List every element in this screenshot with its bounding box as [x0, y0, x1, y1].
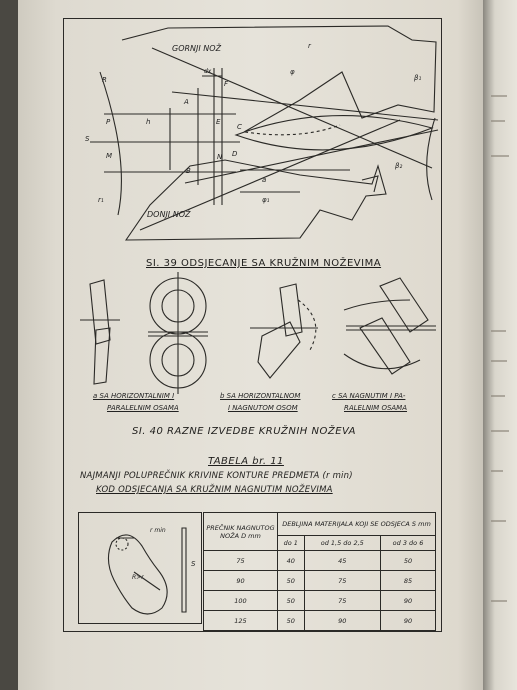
table-row: 90 50 75 85	[203, 570, 436, 591]
table-subtitle-1: NAJMANJI POLUPREČNIK KRIVINE KONTURE PRE…	[80, 471, 353, 481]
fig40c-knife-lower	[360, 318, 410, 374]
sketch-label-rmin: r min	[150, 527, 166, 534]
table-row: 125 50 90 90	[203, 610, 436, 631]
label-C: C	[237, 123, 242, 131]
table-sketch	[78, 512, 208, 624]
label-h: h	[146, 118, 151, 126]
label-D: D	[232, 150, 238, 158]
cell-v: 75	[303, 570, 382, 591]
upper-circle-arc	[100, 72, 121, 215]
cell-v: 90	[380, 590, 436, 611]
label-M: M	[106, 152, 113, 160]
table-row: 75 40 45 50	[203, 550, 436, 571]
cell-v: 90	[380, 610, 436, 631]
cell-v: 50	[380, 550, 436, 571]
label-a: a	[262, 176, 267, 184]
blank-contour	[108, 535, 167, 614]
page-frame	[63, 18, 442, 632]
label-phi1: φ₁	[262, 196, 270, 204]
fig40b-knife	[280, 284, 302, 336]
label-r: r	[308, 42, 311, 50]
cell-v: 40	[277, 550, 305, 571]
label-phi: φ	[290, 68, 295, 76]
label-A: A	[184, 98, 189, 106]
cell-v: 90	[303, 610, 382, 631]
table-row: 100 50 75 90	[203, 590, 436, 611]
sketch-label-Rr: R>r	[132, 574, 144, 581]
col-header-thickness: DEBLJINA MATERIJALA KOJI SE ODSJECA S mm	[277, 512, 436, 536]
fig40-drawing	[0, 270, 517, 400]
label-R: R	[102, 76, 107, 84]
upper-knife-outline	[122, 26, 436, 132]
fig40a-side-knife	[90, 280, 110, 344]
fig40a-caption-line2: PARALELNIM OSAMA	[107, 404, 179, 412]
cell-v: 75	[303, 590, 382, 611]
col-header-diameter: PREČNIK NAGNUTOG NOŽA D mm	[203, 512, 278, 551]
label-N: N	[217, 153, 223, 161]
label-F: F	[224, 80, 229, 88]
label-P: P	[106, 118, 111, 126]
sheet-section	[182, 528, 186, 612]
fig39-caption: SI. 39 ODSJECANJE SA KRUŽNIM NOŽEVIMA	[146, 258, 382, 269]
cell-v: 50	[277, 570, 305, 591]
sub-header-1: do 1	[277, 535, 305, 551]
cell-d: 125	[203, 610, 278, 631]
fig40a-caption-line1: a SA HORIZONTALNIM I	[93, 392, 175, 400]
fig40c-knife-upper	[380, 278, 428, 332]
cell-d: 90	[203, 570, 278, 591]
radius-table: PREČNIK NAGNUTOG NOŽA D mm DEBLJINA MATE…	[203, 512, 436, 631]
fig40c-caption-line2: RALELNIM OSAMA	[344, 404, 408, 412]
fig40b-caption-line1: b SA HORIZONTALNOM	[220, 392, 301, 400]
label-beta1: β₁	[414, 74, 422, 82]
label-r1: r₁	[98, 196, 104, 204]
fig39-drawing	[0, 0, 517, 260]
table-sketch-box	[78, 512, 202, 624]
sub-header-2: od 1,5 do 2,5	[303, 535, 382, 551]
upper-knife-label: GORNJI NOŽ	[172, 44, 222, 53]
cell-v: 45	[303, 550, 382, 571]
lower-knife-outline	[126, 160, 386, 240]
label-beta2: β₂	[395, 162, 403, 170]
sketch-label-S: S	[191, 560, 196, 568]
table-subtitle-2: KOD ODSJECANJA SA KRUŽNIM NAGNUTIM NOŽEV…	[96, 485, 333, 495]
fig40c-caption-line1: c SA NAGNUTIM I PA-	[332, 392, 406, 400]
fig40-caption: SI. 40 RAZNE IZVEDBE KRUŽNIH NOŽEVA	[132, 426, 357, 437]
label-S: S	[85, 135, 90, 143]
lower-knife-label: DONJI NOŽ	[147, 210, 191, 219]
fig40b-caption-line2: I NAGNUTOM OSOM	[228, 404, 298, 412]
table-title: TABELA br. 11	[208, 456, 284, 467]
label-E: E	[216, 118, 221, 126]
cell-d: 100	[203, 590, 278, 611]
label-B: B	[186, 167, 191, 175]
cell-v: 50	[277, 590, 305, 611]
sub-header-3: od 3 do 6	[380, 535, 436, 551]
cell-v: 85	[380, 570, 436, 591]
cell-d: 75	[203, 550, 278, 571]
cell-v: 50	[277, 610, 305, 631]
adjacent-page	[483, 0, 517, 690]
label-dx: dx	[204, 68, 212, 75]
